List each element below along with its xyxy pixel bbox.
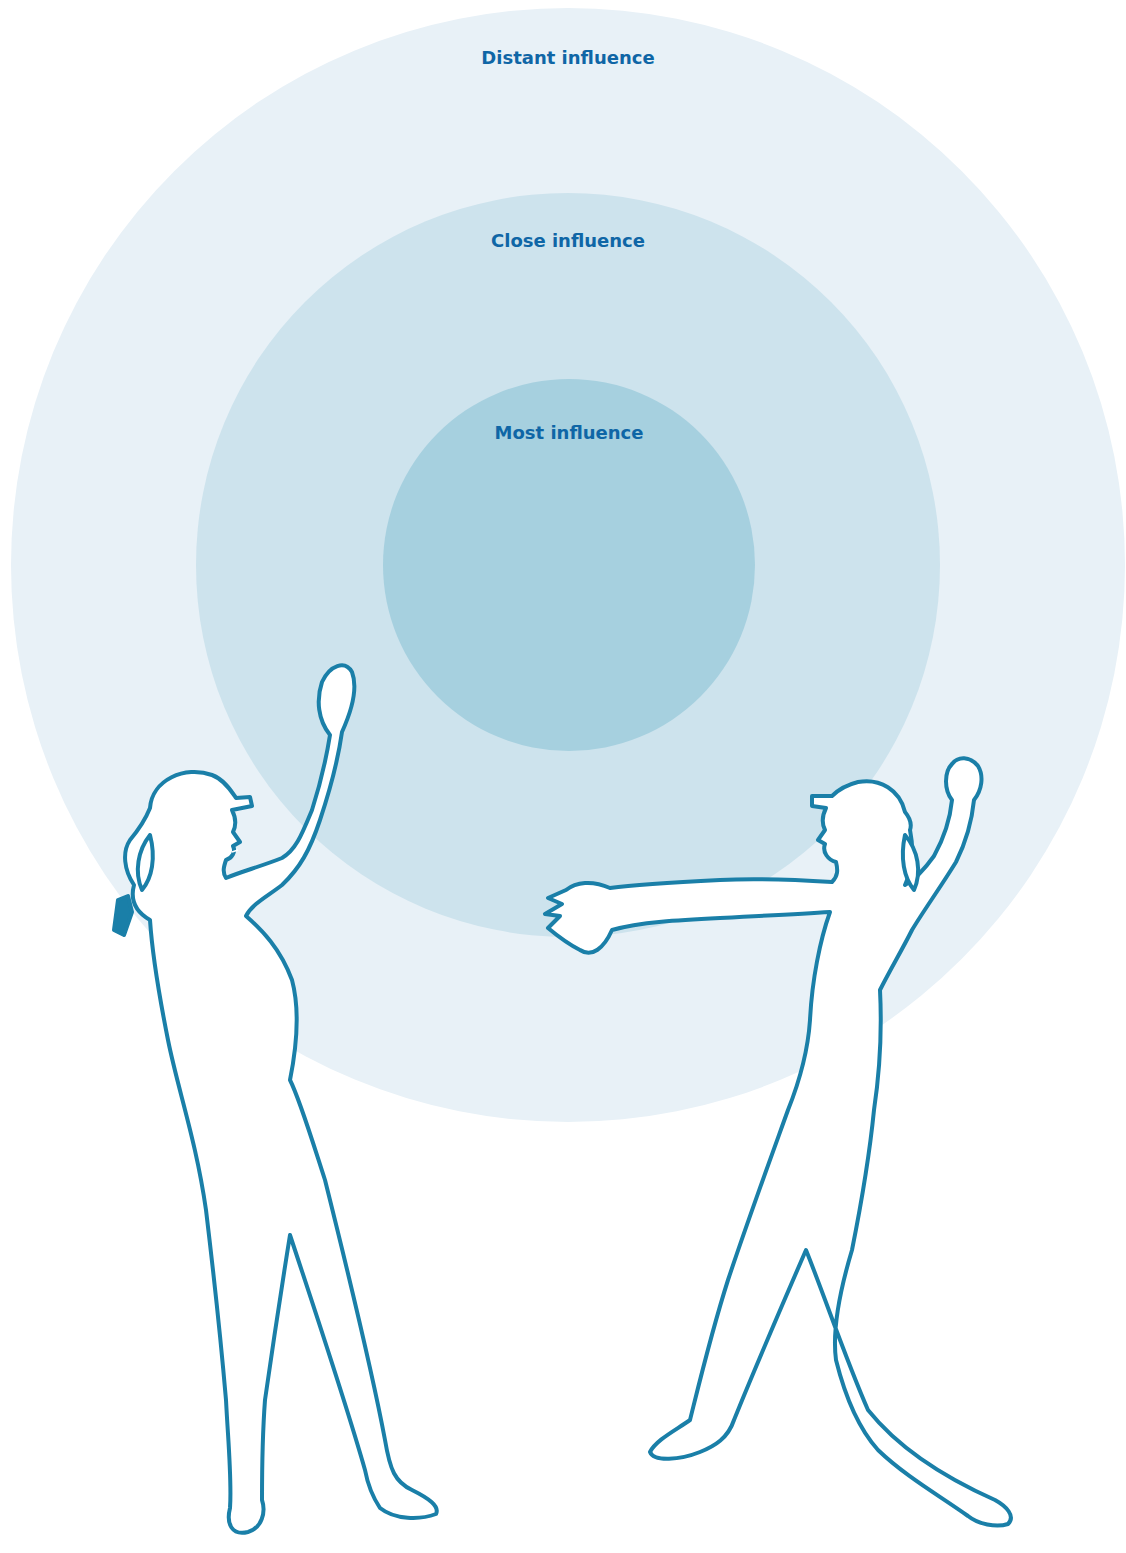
circle-label: Close influence xyxy=(196,229,940,253)
circle-shape xyxy=(11,8,1125,1122)
right-player xyxy=(545,758,1011,1525)
inner-influence-circle: Most influence xyxy=(383,379,755,751)
middle-influence-circle: Close influenceMost influence xyxy=(196,193,940,937)
left-player-glove xyxy=(114,896,132,935)
circle-shape xyxy=(196,193,940,937)
left-player xyxy=(125,665,437,1532)
circle-label: Most influence xyxy=(383,421,755,445)
right-player-ponytail xyxy=(903,835,918,890)
left-player-ponytail xyxy=(138,835,153,890)
outer-influence-circle: Distant influenceClose influenceMost inf… xyxy=(11,8,1125,1122)
circle-label: Distant influence xyxy=(11,46,1125,70)
